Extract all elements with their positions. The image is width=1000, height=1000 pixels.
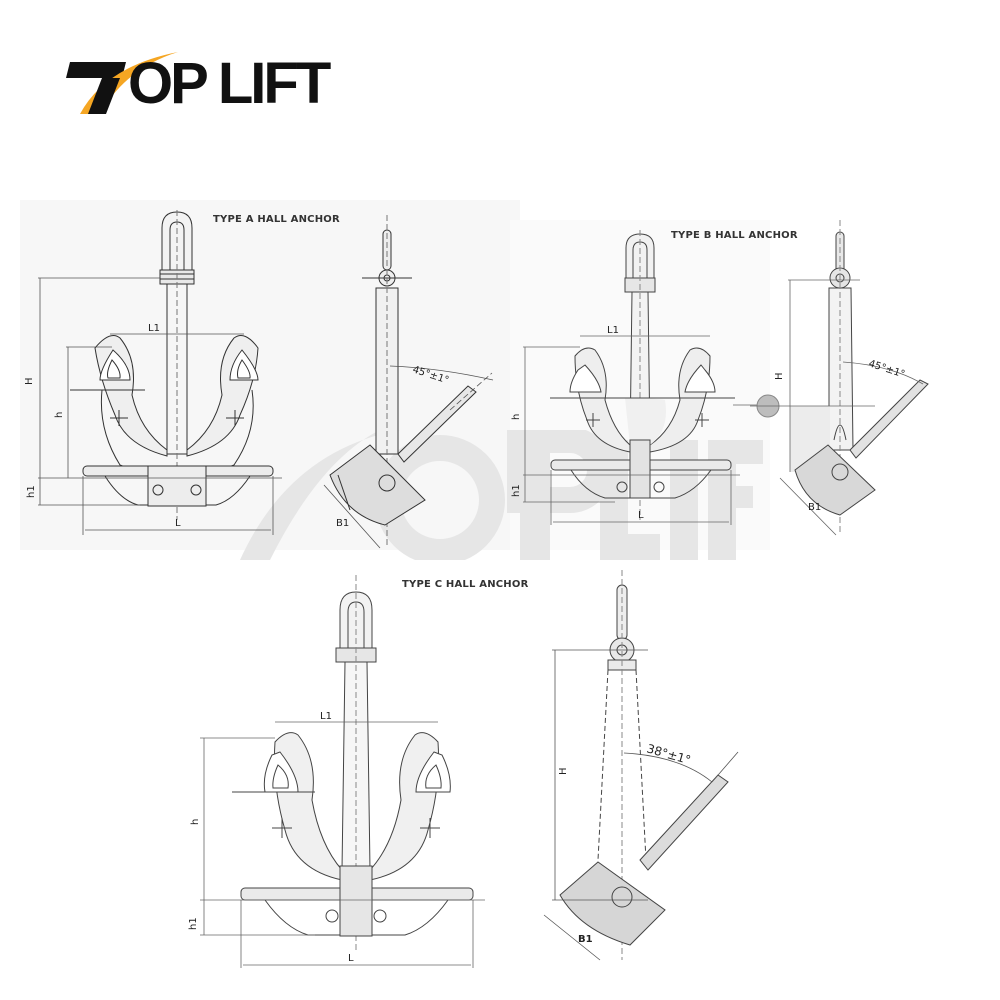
- dim-label-B1: B1: [336, 518, 349, 529]
- dim-label-B1: B1: [578, 934, 593, 945]
- angle-label: 45°±1°: [411, 364, 450, 386]
- dim-label-L1: L1: [148, 323, 160, 334]
- toplift-logo: OP LIFT: [66, 48, 336, 118]
- type-b-side-view: H 45°±1° B1: [750, 220, 929, 536]
- type-b-title: TYPE B HALL ANCHOR: [671, 230, 798, 241]
- logo-swoosh-icon: [66, 52, 178, 114]
- type-c-title: TYPE C HALL ANCHOR: [402, 579, 529, 590]
- dim-label-L1: L1: [607, 325, 619, 336]
- dim-label-h1: h1: [26, 485, 37, 498]
- type-c-side-view: H 38°±1° B1: [543, 570, 739, 961]
- dim-label-h1: h1: [511, 484, 522, 497]
- type-a-title: TYPE A HALL ANCHOR: [213, 214, 340, 225]
- dim-label-L: L: [175, 518, 181, 529]
- dim-label-H: H: [774, 372, 785, 380]
- dim-label-h: h: [511, 414, 522, 420]
- dim-label-h: h: [190, 819, 201, 825]
- type-c-front-view: h h1 L1 L: [188, 575, 485, 968]
- dim-label-B1: B1: [808, 502, 821, 513]
- dim-label-L1: L1: [320, 711, 332, 722]
- dim-label-h1: h1: [188, 917, 199, 930]
- dim-label-L: L: [638, 510, 644, 521]
- dim-label-H: H: [24, 377, 35, 385]
- angle-label: 38°±1°: [645, 741, 692, 767]
- type-a-front-view: H h h1 L1 L: [24, 210, 282, 535]
- type-a-side-view: 45°±1° B1: [323, 215, 494, 549]
- dim-label-h: h: [54, 412, 65, 418]
- angle-label: 45°±1°: [867, 358, 906, 380]
- type-b-front-view: h h1 L1 L: [511, 230, 763, 525]
- dim-label-H: H: [558, 767, 569, 775]
- dim-label-L: L: [348, 953, 354, 964]
- logo-wordmark: OP LIFT: [128, 51, 331, 116]
